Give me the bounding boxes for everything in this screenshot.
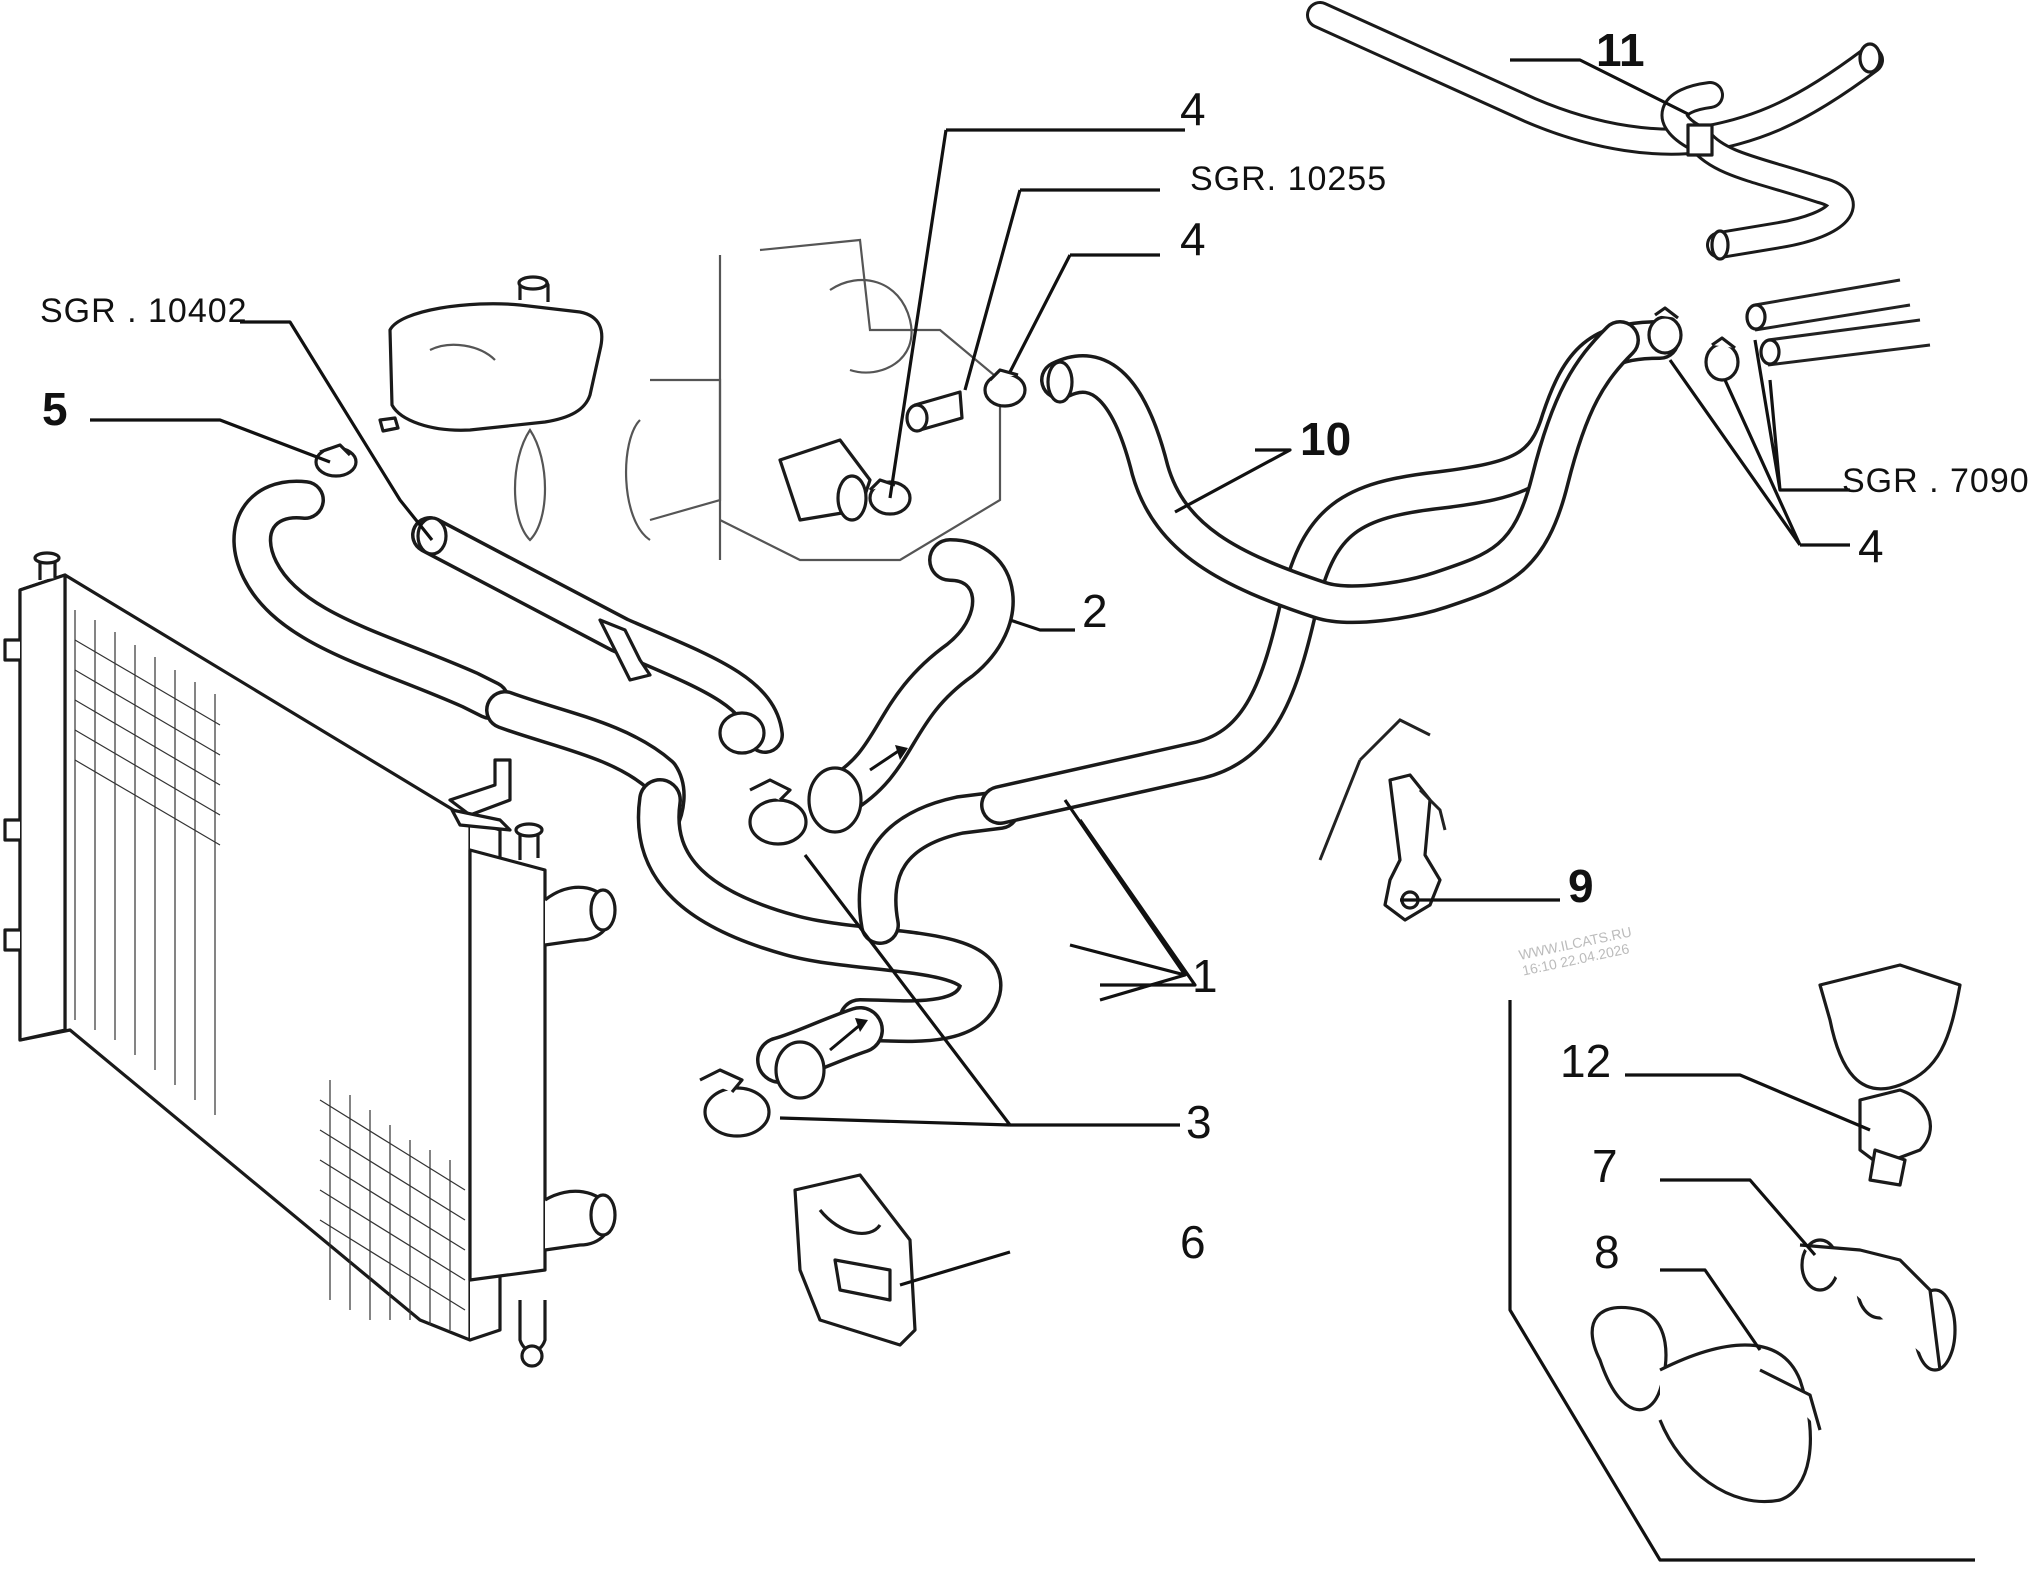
- label-part-6: 6: [1180, 1216, 1206, 1268]
- label-part-5: 5: [42, 383, 68, 435]
- label-part-7: 7: [1592, 1140, 1618, 1192]
- bracket-6: [793, 1173, 917, 1347]
- bracket-9: [1318, 718, 1447, 922]
- label-sgr-10402: SGR . 10402: [40, 292, 248, 330]
- label-part-4-right: 4: [1858, 520, 1884, 572]
- clip-8: [1590, 1305, 1822, 1504]
- watermark: WWW.ILCATS.RU 16:10 22.04.2026: [1517, 923, 1633, 978]
- clamp-4-right-a: [1647, 315, 1683, 355]
- label-part-2: 2: [1082, 585, 1108, 637]
- clamp-3-upper: [748, 798, 808, 846]
- expansion-tank: [378, 275, 604, 433]
- label-part-10: 10: [1300, 413, 1351, 465]
- part-labels: 1 2 3 4 SGR. 10255 4 SGR . 10402 5 10 11…: [40, 24, 2030, 1278]
- clamp-4-right-b: [1704, 342, 1740, 382]
- label-part-11: 11: [1596, 24, 1645, 76]
- clamps: [314, 278, 1931, 1138]
- label-part-4-top: 4: [1180, 83, 1206, 135]
- clip-7: [1799, 1238, 1957, 1372]
- label-part-4-mid: 4: [1180, 213, 1206, 265]
- label-part-9: 9: [1568, 860, 1594, 912]
- label-part-12: 12: [1560, 1035, 1611, 1087]
- label-part-8: 8: [1594, 1226, 1620, 1278]
- radiator: [3, 551, 617, 1368]
- hose-group: [232, 1, 1884, 1100]
- label-part-1: 1: [1192, 950, 1218, 1002]
- label-sgr-70906: SGR . 70906: [1842, 462, 2030, 500]
- clip-12: [1818, 963, 1962, 1187]
- clamp-3-lower: [703, 1086, 771, 1138]
- label-sgr-10255: SGR. 10255: [1190, 160, 1387, 198]
- leader-lines: [90, 58, 1975, 1562]
- label-part-3: 3: [1186, 1096, 1212, 1148]
